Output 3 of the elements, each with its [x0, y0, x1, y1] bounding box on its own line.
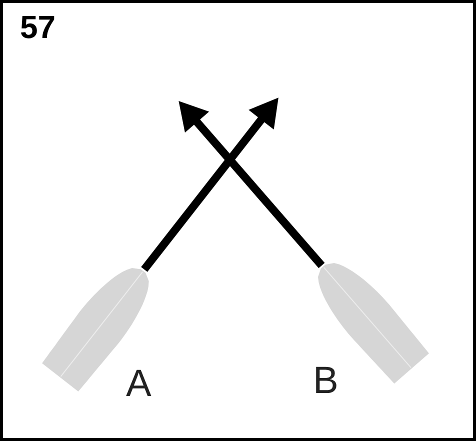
- boat-label: B: [313, 362, 338, 400]
- boat-label: A: [126, 365, 152, 403]
- diagram-title: 57: [20, 11, 56, 43]
